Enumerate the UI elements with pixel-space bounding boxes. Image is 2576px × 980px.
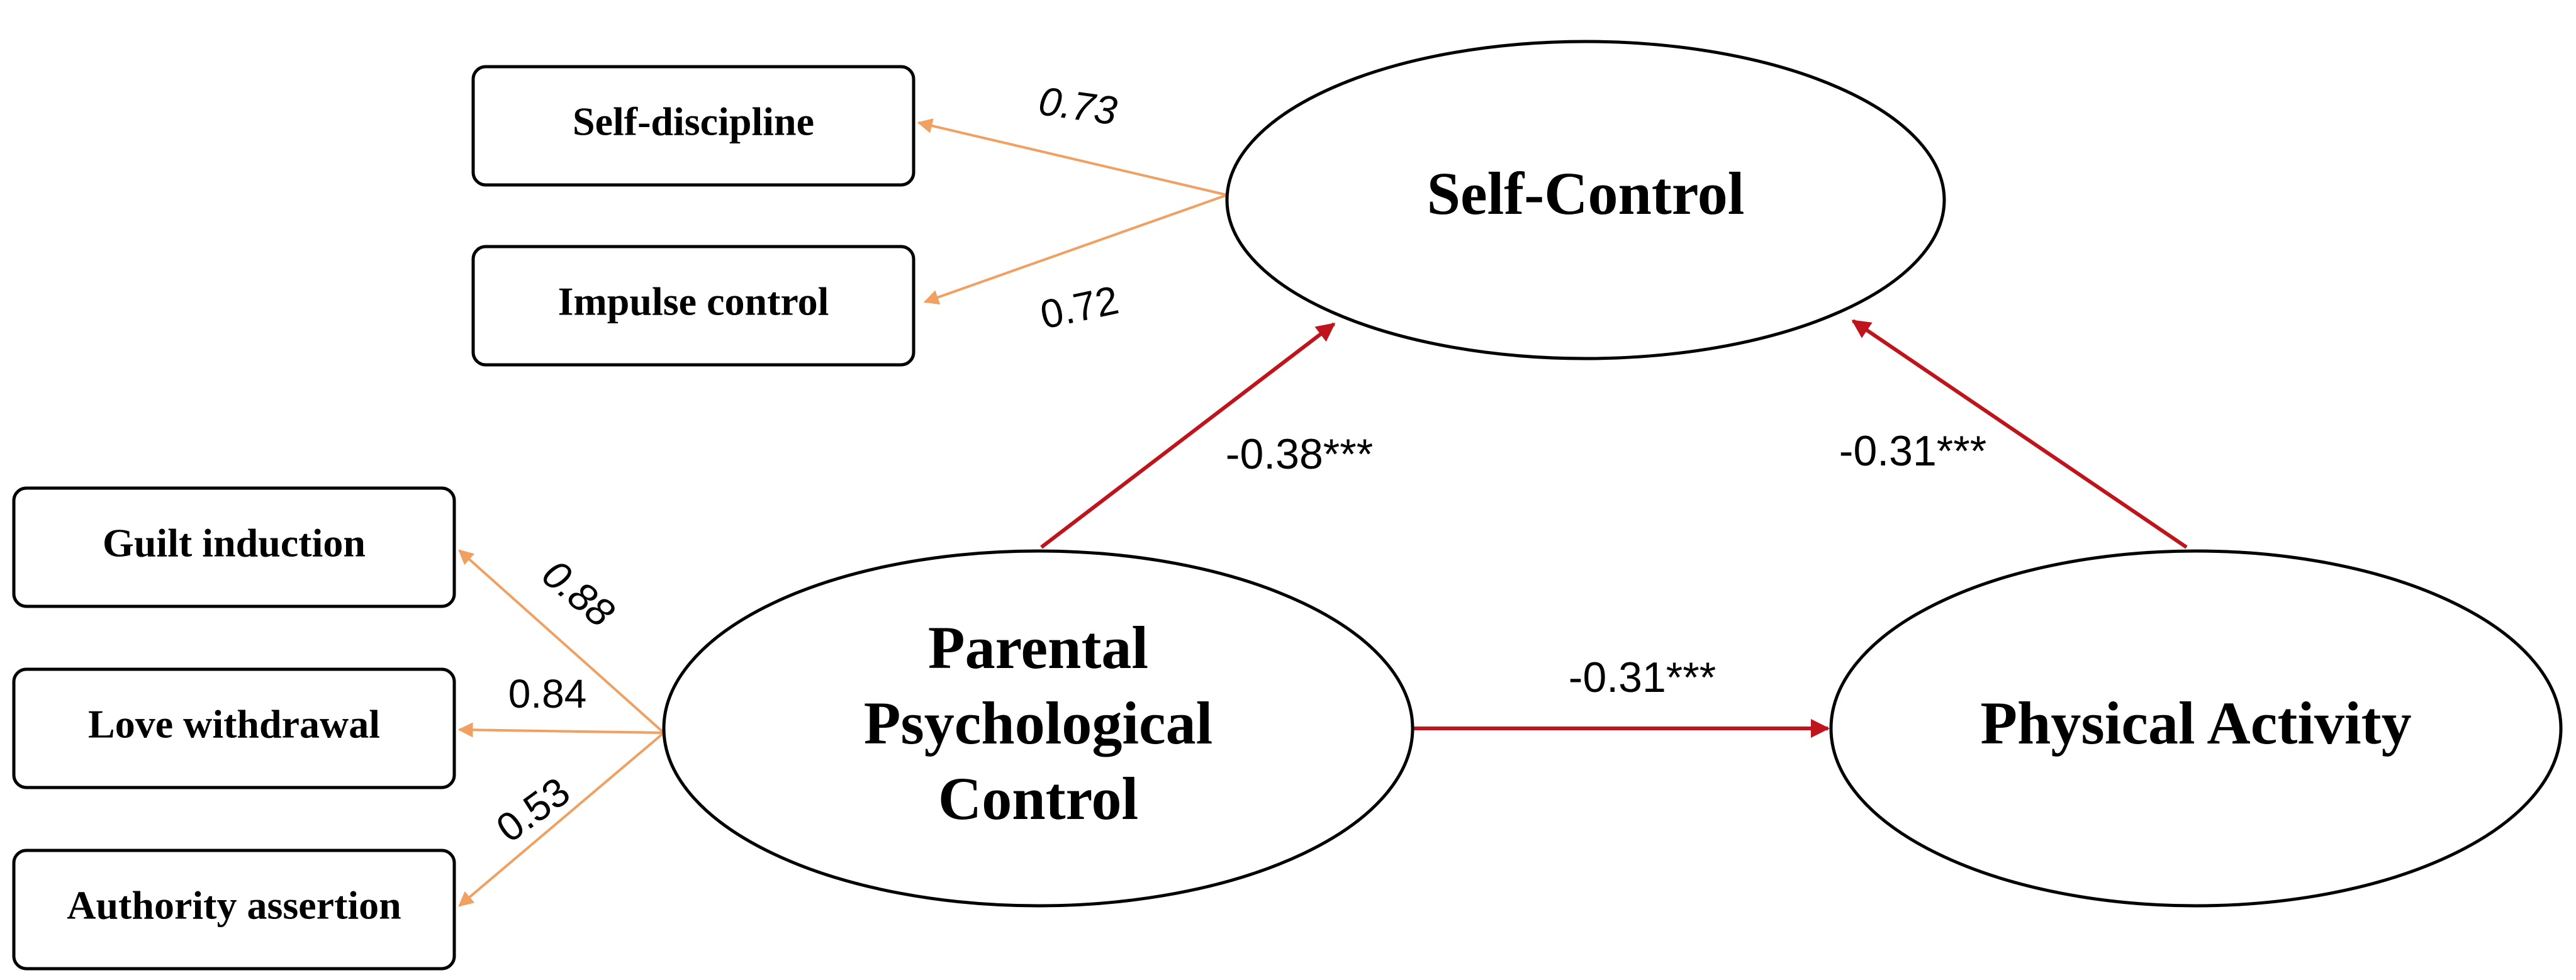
indicator-box-guilt-induction: Guilt induction xyxy=(12,486,456,608)
indicator-label-self-discipline: Self-discipline xyxy=(573,99,814,144)
path-value-ppc-to-sc: -0.38*** xyxy=(1226,430,1373,478)
loading-value-impulse-control: 0.72 xyxy=(1036,277,1123,337)
loading-value-self-discipline: 0.73 xyxy=(1036,78,1120,134)
indicator-box-love-withdrawal: Love withdrawal xyxy=(12,667,456,789)
indicator-label-love-withdrawal: Love withdrawal xyxy=(88,702,380,747)
latent-label-self-control: Self-Control xyxy=(1427,160,1745,227)
latent-label-parental-line3: Control xyxy=(938,765,1138,832)
indicator-box-authority-assertion: Authority assertion xyxy=(12,849,456,971)
latent-label-parental-line2: Psychological xyxy=(864,689,1213,757)
indicator-label-authority-assertion: Authority assertion xyxy=(67,883,401,928)
path-value-pa-to-sc: -0.31*** xyxy=(1839,427,1986,475)
loading-arrow-authority-assertion xyxy=(458,732,665,907)
path-value-ppc-to-pa: -0.31*** xyxy=(1569,654,1716,701)
loading-value-authority-assertion: 0.53 xyxy=(488,768,578,850)
path-arrow-ppc-to-sc xyxy=(1040,322,1336,549)
latent-label-physical-activity: Physical Activity xyxy=(1980,689,2411,757)
indicator-box-impulse-control: Impulse control xyxy=(471,245,916,367)
indicator-box-self-discipline: Self-discipline xyxy=(471,65,916,187)
loading-arrow-love-withdrawal xyxy=(457,722,664,738)
latent-physical-activity: Physical Activity xyxy=(1829,549,2563,908)
path-arrow-pa-to-sc xyxy=(1851,319,2188,549)
latent-parental-psychological-control: Parental Psychological Control xyxy=(662,549,1414,908)
loading-arrow-self-discipline xyxy=(917,118,1228,196)
indicator-label-impulse-control: Impulse control xyxy=(558,279,829,324)
latent-label-parental-line1: Parental xyxy=(928,614,1148,681)
loading-value-guilt-induction: 0.88 xyxy=(534,551,623,636)
indicator-label-guilt-induction: Guilt induction xyxy=(103,521,366,565)
loading-value-love-withdrawal: 0.84 xyxy=(508,671,587,716)
loading-arrow-impulse-control xyxy=(923,194,1228,305)
latent-self-control: Self-Control xyxy=(1225,40,1946,360)
loading-arrow-guilt-induction xyxy=(458,549,665,734)
